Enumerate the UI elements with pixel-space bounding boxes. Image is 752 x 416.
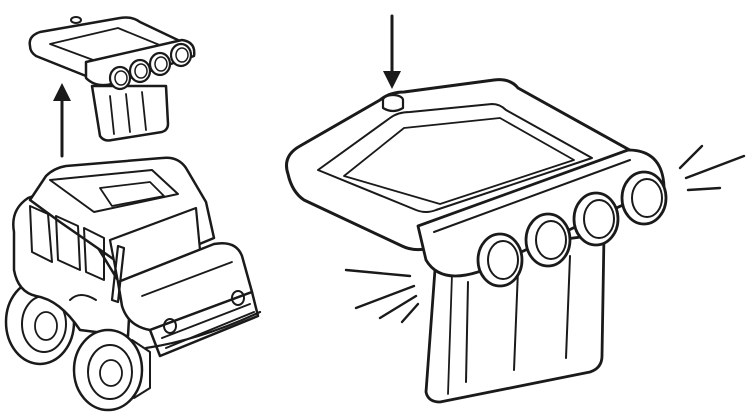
large-light-1 bbox=[476, 232, 524, 288]
roof-piece-large bbox=[285, 78, 668, 404]
motion-lines-left bbox=[344, 268, 420, 324]
motion-lines-right bbox=[678, 144, 746, 192]
small-light-3 bbox=[148, 51, 172, 77]
roof-knob bbox=[381, 93, 405, 113]
large-light-2 bbox=[524, 212, 572, 268]
front-wheel bbox=[72, 328, 151, 412]
roof-piece-small bbox=[28, 16, 196, 142]
small-light-1 bbox=[108, 65, 132, 91]
small-light-2 bbox=[128, 58, 152, 84]
toy-jeep bbox=[4, 156, 262, 412]
small-light-4 bbox=[169, 42, 193, 68]
large-light-4 bbox=[620, 170, 668, 226]
large-light-3 bbox=[572, 191, 620, 247]
